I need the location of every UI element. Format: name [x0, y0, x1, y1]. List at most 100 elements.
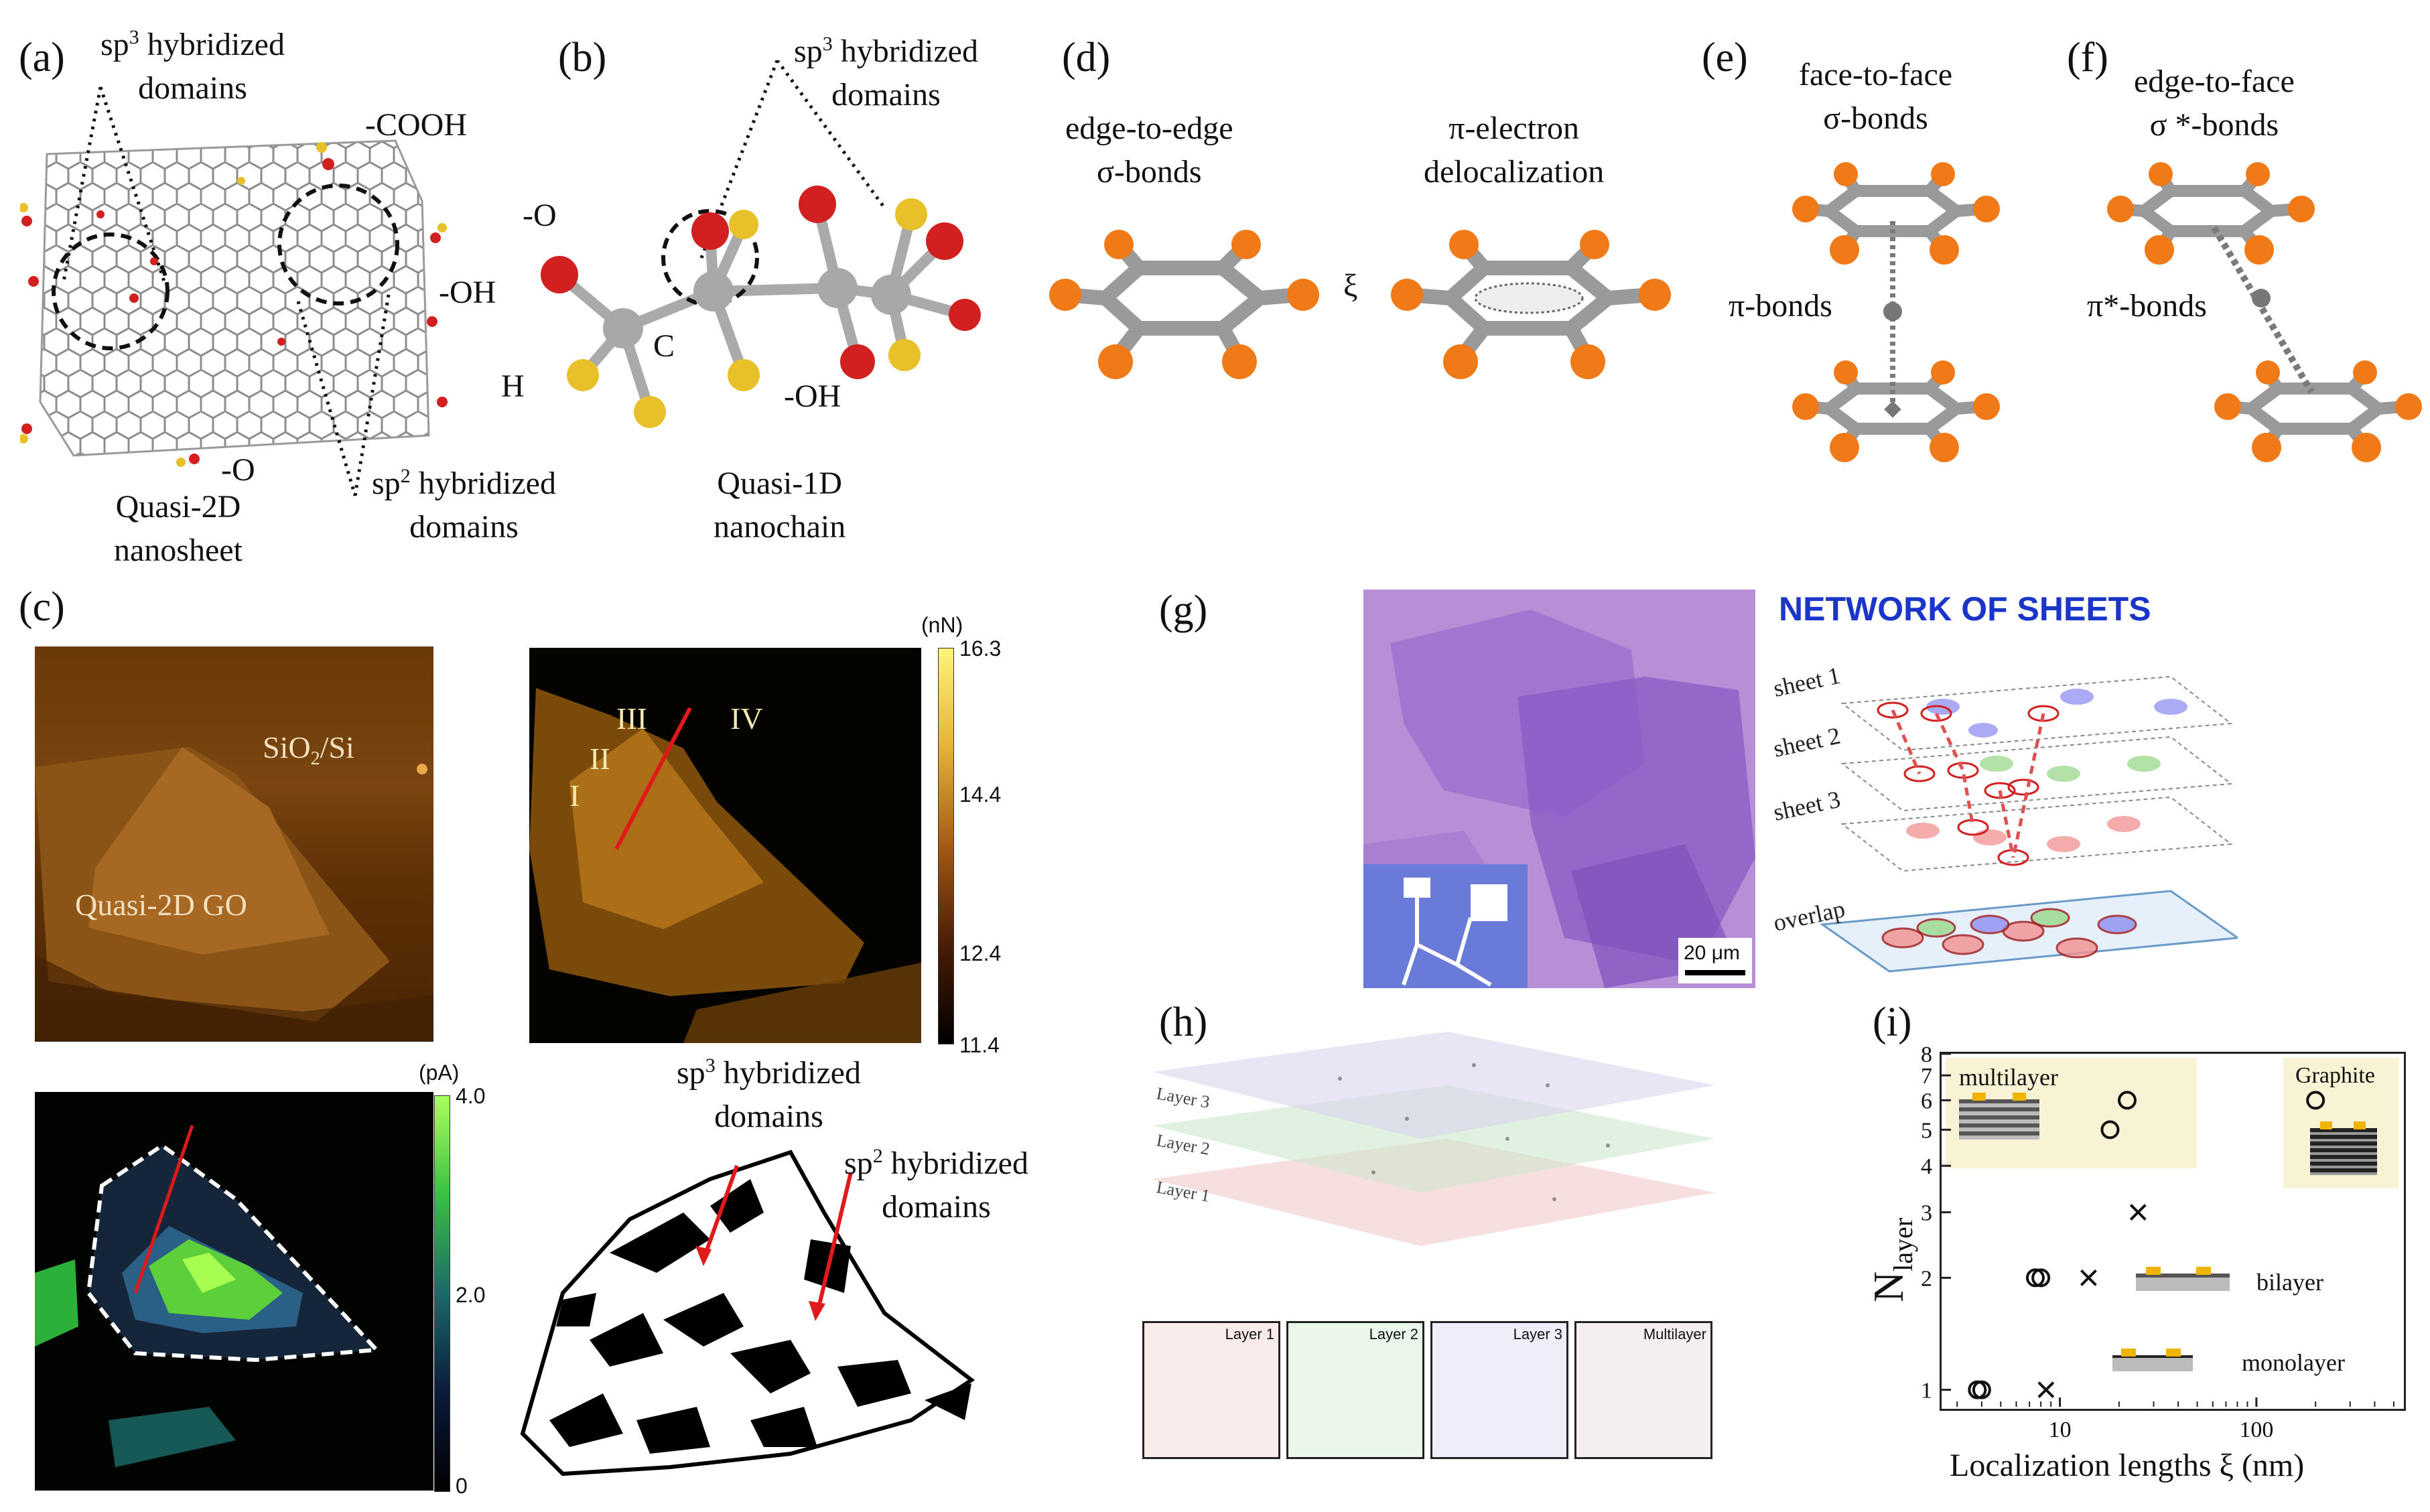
afm-friction-image: I II III IV — [529, 648, 921, 1043]
f-line2: σ *-bonds — [2149, 107, 2279, 143]
panel-a-cooh: -COOH — [365, 107, 467, 143]
panel-b-sp3-label: sp3 hybridized domains — [794, 30, 978, 117]
b-sp3-text: sp — [794, 33, 823, 69]
c-sp2-sup: 2 — [872, 1145, 883, 1167]
graphite-contact-right — [2354, 1121, 2366, 1129]
monolayer-label: monolayer — [2242, 1349, 2345, 1376]
panel-f-letter: (f) — [2067, 35, 2108, 80]
sp2-sup: 2 — [400, 465, 411, 487]
afm-current-image — [35, 1092, 433, 1491]
y-tick-label: 1 — [1921, 1379, 1932, 1403]
panel-d-xi: ξ — [1343, 268, 1358, 303]
inset-graphite: Graphite — [2283, 1058, 2399, 1188]
force-tick-min: 11.4 — [959, 1033, 1000, 1057]
scale-bar-line — [1685, 970, 1745, 975]
force-tick-max: 16.3 — [959, 636, 1002, 661]
panel-e-letter: (e) — [1702, 35, 1748, 80]
panel-a-letter: (a) — [19, 35, 65, 80]
tile-multilayer-label: Multilayer — [1643, 1326, 1706, 1343]
f-line1: edge-to-face — [2134, 64, 2295, 99]
domain-sketch — [520, 1150, 975, 1476]
edge-to-face-rings — [2107, 162, 2422, 462]
current-tick-min: 0 — [456, 1474, 468, 1498]
tile-layer-3-label: Layer 3 — [1513, 1326, 1562, 1343]
c-sp3-sup: 3 — [705, 1054, 716, 1077]
sp3-text: sp — [100, 27, 129, 62]
bilayer-contact-right — [2196, 1267, 2211, 1275]
tile-multilayer: Multilayer — [1574, 1321, 1712, 1459]
b-caption-line2: nanochain — [714, 508, 846, 545]
c-sp2-domains: domains — [882, 1188, 991, 1225]
data-point-circle — [2025, 1268, 2045, 1288]
y-tick-label: 5 — [1921, 1118, 1932, 1143]
current-unit: (pA) — [419, 1060, 460, 1085]
panel-e-pi-bonds: π-bonds — [1729, 288, 1832, 324]
current-tick-mid: 2.0 — [456, 1283, 486, 1307]
scale-bar-box: 20 μm — [1678, 938, 1752, 983]
panel-a-caption: Quasi-2D nanosheet — [114, 486, 243, 573]
ylabel-sub: layer — [1887, 1217, 1918, 1272]
panel-e-label: face-to-face σ-bonds — [1799, 54, 1952, 141]
data-point-circle — [2118, 1091, 2137, 1110]
data-point-circle — [2031, 1268, 2051, 1288]
d-left-line2: σ-bonds — [1096, 153, 1202, 190]
roman-II: II — [590, 742, 610, 776]
sheet-3-label: sheet 3 — [1771, 786, 1842, 826]
monolayer-device-icon — [2112, 1355, 2193, 1371]
caption-line2: nanosheet — [114, 532, 243, 568]
b-sp3-rest: hybridized — [832, 33, 978, 69]
panel-b-c: C — [653, 328, 675, 364]
force-tick-2: 14.4 — [959, 782, 1002, 807]
current-colorbar — [434, 1095, 450, 1492]
panel-a-o: -O — [221, 452, 255, 488]
force-tick-3: 12.4 — [959, 941, 1002, 965]
force-unit: (nN) — [921, 613, 963, 637]
sp2-domains: domains — [409, 508, 519, 545]
c-sp2-text: sp — [844, 1146, 873, 1181]
sio2-label: SiO2/Si — [263, 727, 354, 772]
sheet-2-label: sheet 2 — [1771, 722, 1842, 762]
benzene-ring-left — [1049, 230, 1319, 379]
inset-graphite-label: Graphite — [2295, 1063, 2375, 1088]
optical-micrograph: 20 μm — [1363, 590, 1755, 988]
inset-device — [1363, 864, 1528, 988]
roman-I: I — [569, 778, 580, 813]
x-tick-label: 10 — [2049, 1418, 2072, 1442]
inset-multilayer: multilayer — [1946, 1058, 2197, 1168]
e-line1: face-to-face — [1799, 57, 1953, 92]
inset-multilayer-label: multilayer — [1959, 1064, 2058, 1091]
network-title: NETWORK OF SHEETS — [1779, 590, 2151, 628]
b-sp3-domains: domains — [831, 76, 941, 113]
layer-stack: Layer 3 Layer 2 Layer 1 — [1152, 1032, 1715, 1246]
c-sp3-text: sp — [677, 1055, 705, 1091]
roman-III: III — [616, 701, 647, 736]
panel-b-caption: Quasi-1D nanochain — [714, 462, 846, 549]
d-right-line1: π-electron — [1448, 111, 1579, 146]
panel-d-letter: (d) — [1062, 35, 1111, 80]
y-tick-label: 4 — [1921, 1154, 1932, 1179]
multilayer-device-icon — [1959, 1099, 2039, 1140]
graphene-oxide-sheet — [20, 139, 448, 467]
current-tick-max: 4.0 — [456, 1084, 486, 1108]
c-sp3-domains: domains — [714, 1098, 823, 1134]
panel-b-o: -O — [523, 198, 557, 233]
benzene-ring-right — [1391, 230, 1671, 379]
panel-a-dotted-lines — [62, 86, 391, 496]
sio2-prefix: SiO — [263, 730, 311, 764]
panel-b-oh: -OH — [784, 379, 841, 414]
sio2-sub: 2 — [310, 748, 320, 770]
b-sp3-sup: 3 — [822, 33, 833, 55]
panel-a-oh: -OH — [439, 275, 496, 310]
panel-d-right-label: π-electron delocalization — [1424, 107, 1604, 194]
panel-b-h: H — [501, 368, 525, 404]
c-sp2-rest: hybridized — [882, 1146, 1028, 1181]
data-point-cross — [2129, 1204, 2147, 1221]
c-sp3-label: sp3 hybridized domains — [677, 1052, 861, 1139]
x-axis-label: Localization lengths ξ (nm) — [1950, 1448, 2305, 1483]
sp2-text: sp — [372, 466, 401, 501]
panel-c-letter: (c) — [19, 584, 65, 630]
nanochain-molecule — [541, 60, 981, 428]
panel-b-letter: (b) — [558, 35, 607, 80]
d-right-line2: delocalization — [1424, 153, 1605, 190]
